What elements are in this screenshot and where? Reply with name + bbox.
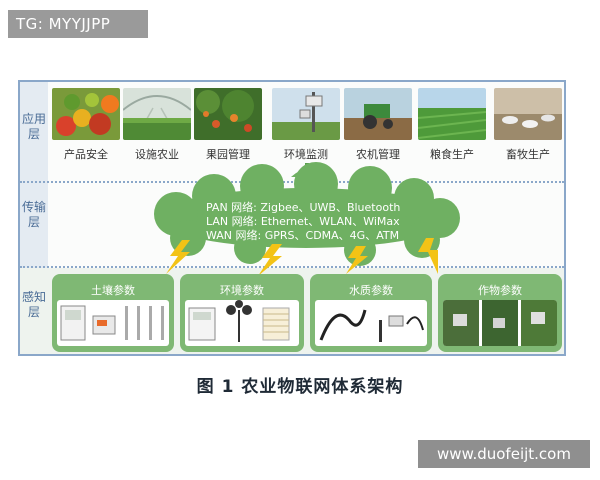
- sensor-title-soil: 土壤参数: [91, 284, 135, 297]
- app-label: 畜牧生产: [506, 148, 550, 161]
- water-sensors-image: [315, 300, 427, 346]
- app-label: 农机管理: [356, 148, 400, 161]
- tractor-photo: [344, 88, 412, 140]
- sensor-title-crop: 作物参数: [478, 284, 522, 297]
- layer-label-transport: 传输层: [21, 200, 46, 229]
- app-item-grain: 粮食生产: [417, 88, 487, 162]
- app-item-facility-agriculture: 设施农业: [122, 88, 192, 162]
- app-item-product-safety: 产品安全: [52, 88, 120, 162]
- lightning-icon: [346, 246, 368, 274]
- sensor-title-water: 水质参数: [349, 284, 393, 297]
- crop-sensors-image: [443, 300, 557, 346]
- watermark-bottom-right: www.duofeijt.com: [418, 440, 590, 468]
- watermark-top-left: TG: MYYJJPP: [8, 10, 148, 38]
- orchard-photo: [194, 88, 262, 140]
- app-label: 设施农业: [135, 148, 179, 161]
- layer-label-perception: 感知层: [21, 290, 46, 319]
- app-label: 粮食生产: [430, 148, 474, 161]
- lightning-icon: [418, 238, 438, 274]
- app-label: 产品安全: [64, 148, 108, 161]
- app-label: 环境监测: [284, 148, 328, 161]
- environment-sensors-image: [185, 300, 299, 346]
- sensor-title-environment: 环境参数: [220, 284, 264, 297]
- app-item-machinery: 农机管理: [344, 88, 412, 162]
- divider-transport-perception: [20, 266, 564, 268]
- app-label: 果园管理: [206, 148, 250, 161]
- divider-application-transport: [20, 181, 564, 183]
- grain-field-photo: [417, 88, 487, 140]
- lightning-icon: [166, 240, 190, 274]
- produce-photo: [52, 88, 120, 140]
- app-item-livestock: 畜牧生产: [494, 88, 562, 162]
- weather-station-photo: [272, 88, 340, 140]
- network-lan: LAN 网络: Ethernet、WLAN、WiMax: [206, 215, 400, 228]
- app-item-environment-monitoring: 环境监测: [272, 88, 340, 162]
- lightning-icon: [258, 244, 282, 276]
- app-item-orchard: 果园管理: [194, 88, 262, 162]
- livestock-photo: [494, 88, 562, 140]
- figure-caption: 图 1 农业物联网体系架构: [196, 377, 404, 397]
- layer-label-application: 应用层: [21, 112, 46, 141]
- soil-sensors-image: [57, 300, 169, 346]
- network-cloud: [154, 162, 460, 266]
- network-pan: PAN 网络: Zigbee、UWB、Bluetooth: [206, 201, 401, 214]
- network-wan: WAN 网络: GPRS、CDMA、4G、ATM: [206, 229, 400, 242]
- greenhouse-photo: [122, 88, 192, 141]
